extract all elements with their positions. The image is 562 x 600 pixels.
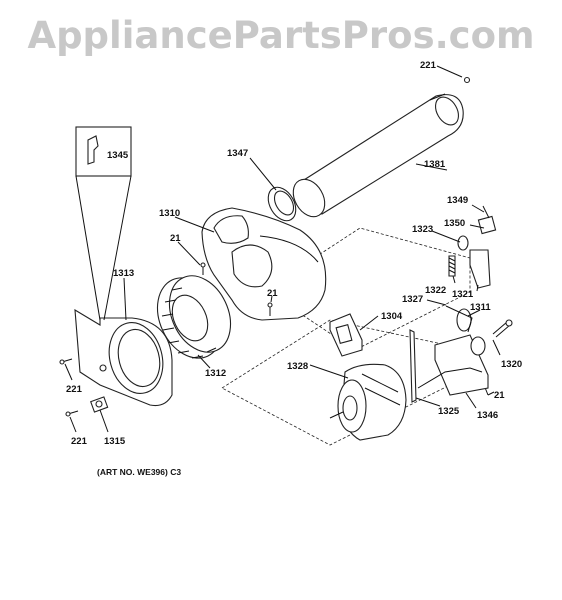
blower-front-panel bbox=[74, 308, 173, 407]
label-21-c: 21 bbox=[494, 390, 505, 401]
bolt-1320 bbox=[492, 319, 513, 338]
callout-labels: 221 1347 1381 1345 1310 21 1349 1350 132… bbox=[66, 60, 522, 447]
drive-motor bbox=[329, 363, 407, 441]
blower-wheel bbox=[156, 275, 232, 359]
label-1350: 1350 bbox=[444, 218, 465, 229]
label-1349: 1349 bbox=[447, 195, 468, 206]
blower-housing bbox=[201, 207, 327, 321]
label-1323: 1323 bbox=[412, 224, 433, 235]
label-1381: 1381 bbox=[424, 159, 446, 170]
label-221-b: 221 bbox=[71, 436, 88, 447]
label-1313: 1313 bbox=[113, 268, 134, 279]
motor-mount bbox=[329, 313, 363, 357]
label-1321: 1321 bbox=[452, 289, 474, 300]
label-1311: 1311 bbox=[470, 302, 491, 313]
clip-detail-box bbox=[75, 126, 132, 321]
belt-switch-assembly bbox=[448, 205, 497, 289]
motor-plate-outline bbox=[221, 319, 471, 446]
label-221-top: 221 bbox=[420, 60, 437, 71]
label-1345: 1345 bbox=[107, 150, 129, 161]
thermostat-part bbox=[90, 396, 109, 413]
label-1347: 1347 bbox=[227, 148, 248, 159]
label-221-a: 221 bbox=[66, 384, 83, 395]
label-1346: 1346 bbox=[477, 410, 498, 421]
label-1322: 1322 bbox=[425, 285, 446, 296]
idler-bracket bbox=[409, 329, 489, 403]
label-1325: 1325 bbox=[438, 406, 460, 417]
label-1310: 1310 bbox=[159, 208, 180, 219]
label-1312: 1312 bbox=[205, 368, 226, 379]
label-21-a: 21 bbox=[170, 233, 181, 244]
label-1304: 1304 bbox=[381, 311, 403, 322]
label-1328: 1328 bbox=[287, 361, 308, 372]
leader-lines bbox=[64, 65, 501, 433]
exhaust-duct bbox=[292, 76, 471, 218]
label-1315: 1315 bbox=[104, 436, 126, 447]
label-1327: 1327 bbox=[402, 294, 423, 305]
idler-pulley bbox=[445, 305, 473, 333]
label-1320: 1320 bbox=[501, 359, 522, 370]
art-number-note: (ART NO. WE396) C3 bbox=[97, 467, 182, 477]
watermark-text: AppliancePartsPros.com bbox=[27, 14, 535, 57]
label-21-b: 21 bbox=[267, 288, 278, 299]
